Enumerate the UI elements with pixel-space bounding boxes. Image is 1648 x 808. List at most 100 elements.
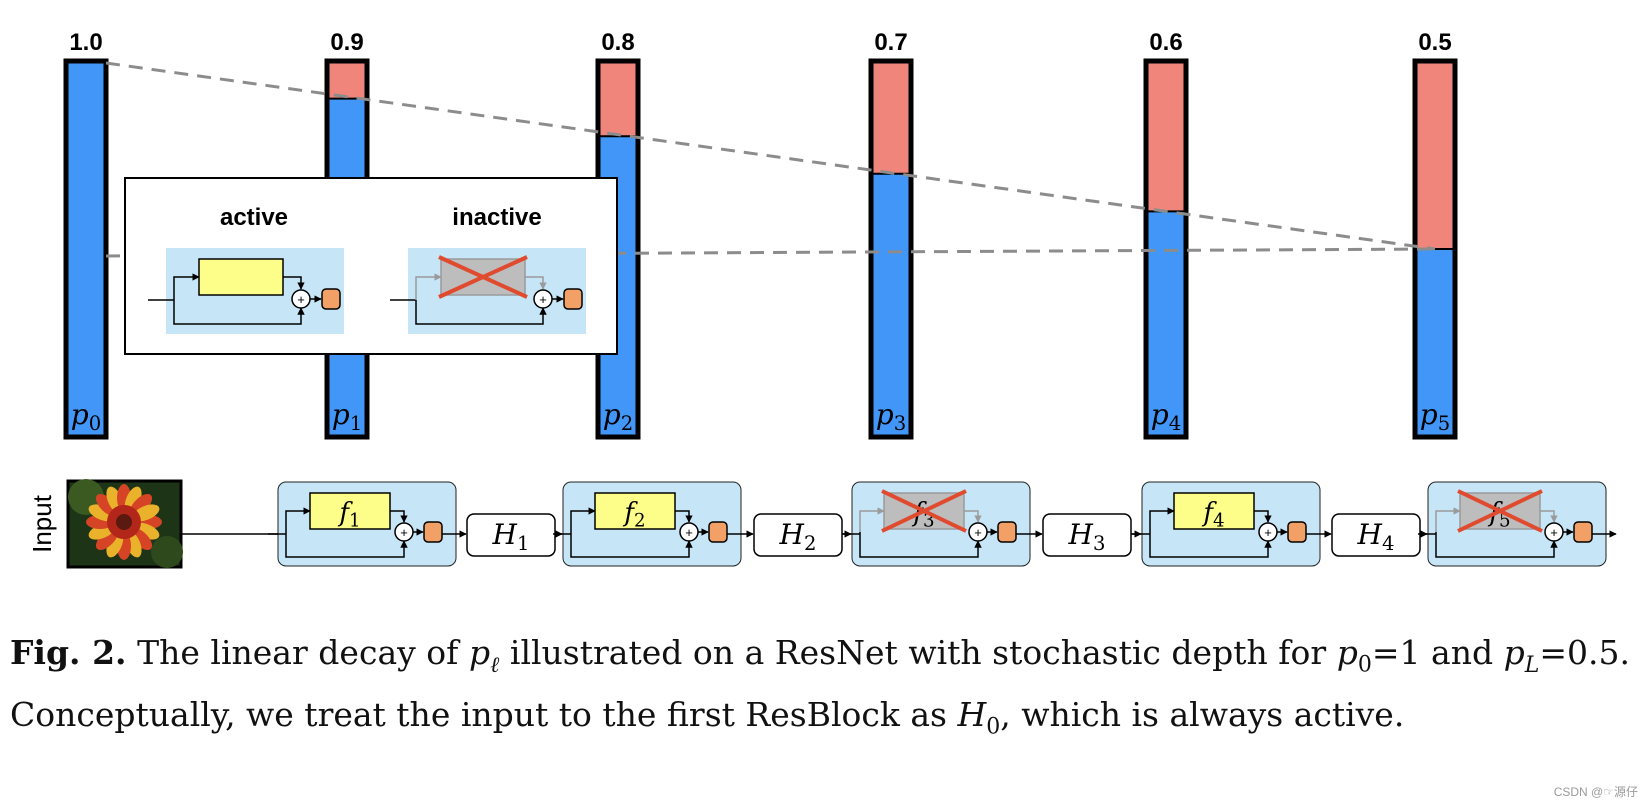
- legend-active-skip: [173, 300, 305, 325]
- hidden-state-label-3: H3: [1068, 518, 1106, 555]
- bar-p-label-3: p3: [876, 398, 906, 435]
- bar-p-label-0: p0: [71, 398, 101, 435]
- baseline-line: [105, 247, 1436, 258]
- resblock-4-function-label-subscript: 4: [1213, 511, 1225, 532]
- resblock-1-branch-in: [285, 507, 311, 532]
- resblock-1-function-label-subscript: 1: [349, 511, 361, 532]
- decay-line: [105, 61, 1436, 251]
- legend-inactive-activation: [563, 288, 583, 310]
- probability-label-0: 1.0: [69, 29, 102, 56]
- bar-survived-segment-5: [1415, 249, 1455, 437]
- resblock-3-function-label-subscript: 3: [923, 511, 935, 532]
- resblock-4-branch-in: [1149, 507, 1175, 532]
- legend-active-branch-out: [283, 276, 305, 290]
- bar-dropped-segment-4: [1146, 61, 1186, 212]
- bar-dropped-segment-2: [598, 61, 638, 137]
- legend-cross-b: [438, 255, 528, 299]
- caption-label: Fig. 2.: [10, 633, 127, 672]
- resblock-3-sum-symbol: +: [974, 525, 982, 540]
- resblock-3-skip-connection: [859, 532, 982, 558]
- legend-inactive-sum-symbol: +: [539, 292, 547, 307]
- hidden-state-box-4: [1331, 513, 1421, 557]
- hidden-state-label-4-subscript: 4: [1382, 532, 1394, 555]
- legend-inactive-label: inactive: [452, 204, 541, 231]
- caption-pL-value: =0.5: [1539, 633, 1620, 672]
- bar-p-label-1: p1: [332, 398, 362, 435]
- resblock-3-branch-out: [964, 510, 982, 523]
- caption-p0-symbol: p: [1336, 633, 1358, 672]
- bar-p-label-2-symbol: p: [603, 398, 621, 431]
- resblock-4-residual-function: [1173, 492, 1255, 530]
- resblock-4-sum-symbol: +: [1264, 525, 1272, 540]
- resblock-1-activation: [423, 521, 443, 543]
- bar-dropped-segment-3: [871, 61, 911, 174]
- resblock-2-residual-function: [594, 492, 676, 530]
- resblock-1-residual-function: [309, 492, 391, 530]
- hidden-state-box-3: [1042, 513, 1132, 557]
- resblock-3-activation: [997, 521, 1017, 543]
- legend-active-block: +: [148, 248, 344, 334]
- caption-p-subscript: ℓ: [490, 652, 500, 678]
- caption-H0-symbol: H: [957, 694, 987, 734]
- bar-outline-3: [868, 58, 914, 440]
- probability-label-4: 0.6: [1149, 29, 1182, 56]
- bar-p-label-5: p5: [1420, 398, 1450, 435]
- bar-p-label-0-symbol: p: [71, 398, 89, 431]
- legend-active-sum-symbol: +: [297, 292, 305, 307]
- resblock-4-skip-connection: [1149, 532, 1272, 558]
- caption-pL-symbol: p: [1503, 633, 1525, 672]
- caption-text-1: The linear decay of: [137, 633, 469, 672]
- hidden-state-label-4: H4: [1357, 518, 1395, 555]
- input-flower-image: [66, 479, 183, 569]
- resblock-5-activation: [1573, 521, 1593, 543]
- resblock-1-skip-connection: [285, 532, 408, 558]
- caption-text-3: . Conceptually, we treat the input to th…: [10, 633, 1630, 734]
- bar-p-label-4: p4: [1151, 398, 1181, 435]
- legend-active-label: active: [220, 204, 288, 231]
- bar-p-label-2: p2: [603, 398, 633, 435]
- hidden-state-label-1: H1: [492, 518, 530, 555]
- hidden-state-box-2: [753, 513, 843, 557]
- legend-active-branch-in: [173, 273, 200, 300]
- resblock-3: f3+: [842, 481, 1142, 567]
- resblock-5-sum-symbol: +: [1550, 525, 1558, 540]
- resblock-2-branch-out: [675, 510, 693, 523]
- resblock-1-branch-out: [390, 510, 408, 523]
- resblock-5-branch-out: [1540, 510, 1558, 523]
- hidden-state-label-4-symbol: H: [1357, 518, 1383, 551]
- bar-p-label-3-subscript: 3: [894, 412, 906, 435]
- resblock-2-activation: [708, 521, 728, 543]
- watermark: CSDN @☞源仔: [1553, 785, 1638, 799]
- probability-label-2: 0.8: [601, 29, 634, 56]
- resblock-2-branch-in: [570, 507, 596, 532]
- bar-dropped-segment-5: [1415, 61, 1455, 249]
- bar-p-label-5-symbol: p: [1420, 398, 1438, 431]
- resblock-2-function-label-subscript: 2: [634, 511, 646, 532]
- resblock-2-sum-symbol: +: [685, 525, 693, 540]
- bar-p-label-1-symbol: p: [332, 398, 350, 431]
- bar-p-label-2-subscript: 2: [621, 412, 633, 435]
- resblock-5-skip-connection: [1435, 532, 1558, 558]
- input-label: Input: [27, 494, 57, 553]
- legend-inactive-block: +: [390, 248, 586, 334]
- resblock-5-cross-b: [1457, 489, 1543, 533]
- figure-caption: Fig. 2. The linear decay of p ℓ illustrat…: [10, 628, 1630, 751]
- bar-survived-segment-3: [871, 173, 911, 438]
- hidden-state-label-3-subscript: 3: [1093, 532, 1105, 555]
- linear-decay-guide-lines: [105, 61, 1436, 258]
- caption-text-2: illustrated on a ResNet with stochastic …: [499, 633, 1337, 672]
- bar-p-label-3-symbol: p: [876, 398, 894, 431]
- caption-p0-subscript: 0: [1357, 652, 1372, 678]
- caption-H0-subscript: 0: [986, 714, 1001, 740]
- hidden-state-box-1: [466, 513, 556, 557]
- active-inactive-legend: active inactive + +: [124, 177, 618, 355]
- bar-p-label-1-subscript: 1: [350, 412, 362, 435]
- hidden-state-label-2: H2: [779, 518, 817, 555]
- resblock-5-function-label-subscript: 5: [1499, 511, 1511, 532]
- bar-outline-4: [1143, 58, 1189, 440]
- hidden-state-label-3-symbol: H: [1068, 518, 1094, 551]
- hidden-state-label-2-subscript: 2: [804, 532, 816, 555]
- resblock-4: f4+: [1132, 481, 1428, 567]
- legend-inactive-skip: [415, 300, 547, 325]
